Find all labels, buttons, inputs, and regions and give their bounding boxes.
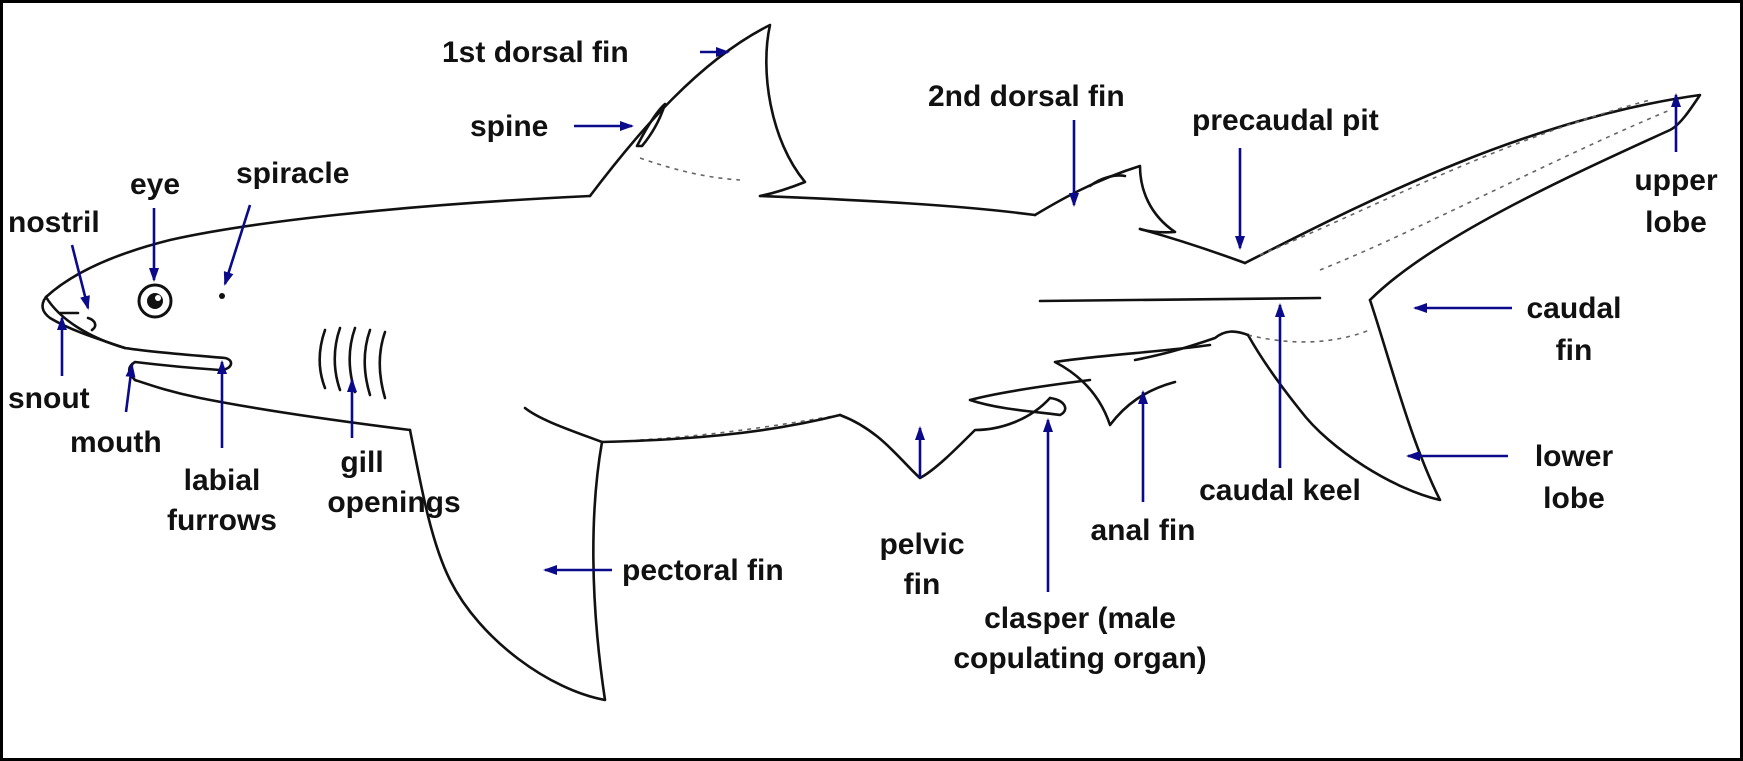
caudal-keel-line [1040, 298, 1320, 301]
label-spine: spine [470, 110, 548, 143]
label-second-dorsal-fin: 2nd dorsal fin [928, 80, 1125, 113]
arrow-spiracle [225, 205, 250, 284]
label-labial-line1: labial [184, 464, 261, 497]
label-lower-lobe-line2: lobe [1543, 482, 1605, 515]
anal-fin-shape [1055, 345, 1210, 425]
second-dorsal-fin-shape [1035, 166, 1175, 232]
label-caudal-fin-line1: caudal [1526, 292, 1621, 325]
pectoral-fin-shape [410, 430, 605, 700]
label-upper-lobe-line2: lobe [1645, 206, 1707, 239]
pointer-arrows [62, 52, 1676, 592]
spiracle-dot [219, 293, 225, 299]
label-clasper-line1: clasper (male [984, 602, 1176, 635]
clasper-shape [970, 380, 1090, 415]
label-gill-line2: openings [327, 486, 460, 519]
label-pelvic-line2: fin [904, 568, 941, 601]
label-eye: eye [130, 168, 180, 201]
label-pectoral-fin: pectoral fin [622, 554, 784, 587]
shark-outline [43, 25, 1700, 700]
label-gill-line1: gill [340, 446, 383, 479]
label-caudal-fin-line2: fin [1556, 334, 1593, 367]
label-labial-line2: furrows [167, 504, 277, 537]
mouth-shape [46, 297, 231, 380]
labels: 1st dorsal fin spine 2nd dorsal fin prec… [8, 36, 1718, 675]
lower-caudal-lobe [1248, 300, 1440, 500]
label-precaudal-pit: precaudal pit [1192, 104, 1379, 137]
label-snout: snout [8, 382, 90, 415]
label-anal-fin: anal fin [1090, 514, 1195, 547]
label-upper-lobe-line1: upper [1634, 164, 1718, 197]
label-caudal-keel: caudal keel [1199, 474, 1361, 507]
label-mouth: mouth [70, 426, 162, 459]
label-first-dorsal-fin: 1st dorsal fin [442, 36, 629, 69]
label-clasper-line2: copulating organ) [953, 642, 1206, 675]
label-lower-lobe-line1: lower [1535, 440, 1614, 473]
label-pelvic-line1: pelvic [879, 528, 964, 561]
label-nostril: nostril [8, 206, 100, 239]
dorsal-profile [46, 196, 590, 297]
label-spiracle: spiracle [236, 157, 349, 190]
